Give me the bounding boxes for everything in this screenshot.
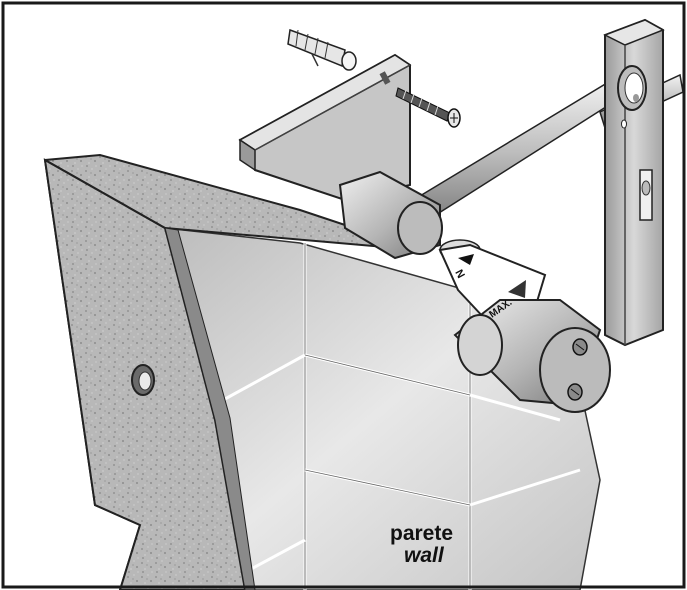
wall-label-secondary: wall	[404, 544, 444, 567]
stone-block	[43, 153, 421, 590]
arrow-max-icon	[508, 280, 526, 298]
wall-label-primary: parete	[390, 522, 454, 545]
mount-cylinder	[338, 170, 481, 261]
spirit-level-icon	[603, 18, 665, 347]
wall-plug-icon	[287, 28, 357, 71]
arrow-min-icon	[458, 254, 474, 265]
end-cap-cylinder	[453, 299, 611, 413]
wall-bracket	[238, 53, 412, 202]
screw-icon	[395, 87, 461, 128]
